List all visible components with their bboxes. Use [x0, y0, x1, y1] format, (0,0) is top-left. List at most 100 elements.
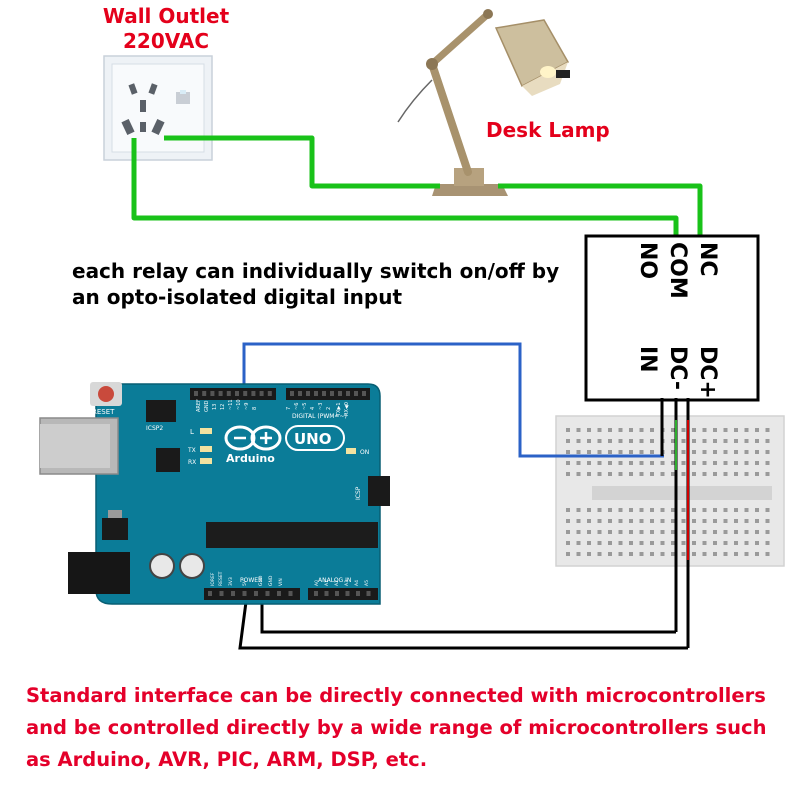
- breadboard-hole: [723, 530, 728, 534]
- breadboard-hole: [744, 508, 749, 512]
- aref-label: AREF: [196, 399, 202, 412]
- pin8-label: 8: [252, 407, 258, 410]
- relay-module: [584, 234, 760, 402]
- l-label: L: [190, 428, 194, 436]
- breadboard-hole: [576, 530, 581, 534]
- breadboard-hole: [618, 472, 623, 476]
- pin9-label: ~9: [244, 403, 250, 410]
- on-label: ON: [360, 449, 369, 456]
- breadboard-hole: [629, 472, 633, 476]
- header-pin: [226, 391, 231, 396]
- header-pin: [314, 391, 318, 396]
- breadboard-hole: [702, 552, 707, 556]
- breadboard-hole: [702, 450, 707, 454]
- header-pin: [362, 391, 366, 396]
- breadboard-hole: [629, 508, 633, 512]
- digital-label: DIGITAL (PWM=~): [292, 413, 347, 420]
- header-pin: [277, 591, 281, 596]
- breadboard-hole: [765, 439, 770, 443]
- breadboard-hole: [660, 472, 665, 476]
- breadboard-hole: [734, 541, 738, 545]
- header-pin: [231, 591, 235, 596]
- a4-label: A4: [354, 580, 360, 586]
- breadboard-hole: [639, 541, 644, 545]
- breadboard-hole: [765, 508, 770, 512]
- breadboard-hole: [713, 552, 717, 556]
- breadboard-hole: [734, 530, 738, 534]
- gnd2-label: GND: [268, 575, 274, 586]
- breadboard-hole: [608, 439, 612, 443]
- breadboard-hole: [587, 519, 591, 523]
- breadboard-hole: [723, 519, 728, 523]
- rx-label: RX: [188, 459, 196, 466]
- tx-label: TX: [187, 447, 196, 454]
- breadboard-hole: [660, 461, 665, 465]
- breadboard-hole: [681, 450, 686, 454]
- desk-lamp: [397, 9, 570, 196]
- header-pin: [354, 391, 358, 396]
- breadboard-hole: [639, 428, 644, 432]
- atmega-chip: [206, 522, 378, 548]
- breadboard-hole: [608, 450, 612, 454]
- arduino-5v-to-dc-plus-wire: [238, 601, 688, 650]
- breadboard-hole: [713, 472, 717, 476]
- relay-pin-dc-plus: DC+: [695, 346, 720, 399]
- pin6-label: ~6: [294, 403, 300, 410]
- header-pin: [366, 591, 371, 596]
- pin12-label: 12: [220, 404, 226, 410]
- breadboard-hole: [713, 439, 717, 443]
- header-pin: [210, 391, 215, 396]
- breadboard-hole: [639, 461, 644, 465]
- breadboard-hole: [629, 519, 633, 523]
- breadboard-hole: [597, 541, 602, 545]
- icsp2-label: ICSP2: [146, 425, 163, 432]
- breadboard-hole: [597, 519, 602, 523]
- breadboard-hole: [671, 552, 675, 556]
- breadboard-hole: [660, 508, 665, 512]
- breadboard-hole: [723, 428, 728, 432]
- breadboard-hole: [618, 461, 623, 465]
- pin11-label: ~11: [228, 399, 234, 410]
- breadboard-hole: [650, 541, 654, 545]
- reset-label: RESET: [92, 408, 115, 416]
- header-pin: [243, 391, 248, 396]
- breadboard-hole: [734, 519, 738, 523]
- breadboard-hole: [608, 519, 612, 523]
- header-pin: [235, 391, 239, 396]
- breadboard-hole: [629, 450, 633, 454]
- breadboard-hole: [723, 439, 728, 443]
- relay-pin-com: COM: [665, 242, 690, 299]
- icsp-label: ICSP: [355, 486, 362, 500]
- breadboard-hole: [597, 472, 602, 476]
- breadboard-hole: [692, 472, 696, 476]
- breadboard-hole: [618, 439, 623, 443]
- header-pin: [218, 391, 223, 396]
- ac-wiring: [131, 135, 703, 236]
- reset2-label: RESET: [218, 571, 224, 586]
- header-pin: [330, 391, 334, 396]
- breadboard-hole: [681, 508, 686, 512]
- breadboard-hole: [629, 552, 633, 556]
- breadboard-hole: [671, 428, 675, 432]
- breadboard-hole: [702, 508, 707, 512]
- brand-label: Arduino: [226, 452, 275, 465]
- breadboard-hole: [744, 519, 749, 523]
- v33-label: 3V3: [228, 577, 234, 586]
- breadboard-hole: [576, 508, 581, 512]
- breadboard-hole: [755, 439, 759, 443]
- breadboard-hole: [755, 472, 759, 476]
- header-pin: [290, 391, 294, 396]
- breadboard-hole: [660, 552, 665, 556]
- breadboard-hole: [713, 461, 717, 465]
- breadboard-hole: [587, 508, 591, 512]
- breadboard-hole: [608, 461, 612, 465]
- header-pin: [194, 391, 198, 396]
- breadboard-hole: [681, 519, 686, 523]
- breadboard-hole: [702, 461, 707, 465]
- v5-label: 5V: [242, 579, 248, 586]
- breadboard-hole: [744, 472, 749, 476]
- breadboard-hole: [608, 508, 612, 512]
- breadboard-hole: [692, 450, 696, 454]
- relay-pin-in: IN: [635, 346, 660, 373]
- breadboard-hole: [755, 428, 759, 432]
